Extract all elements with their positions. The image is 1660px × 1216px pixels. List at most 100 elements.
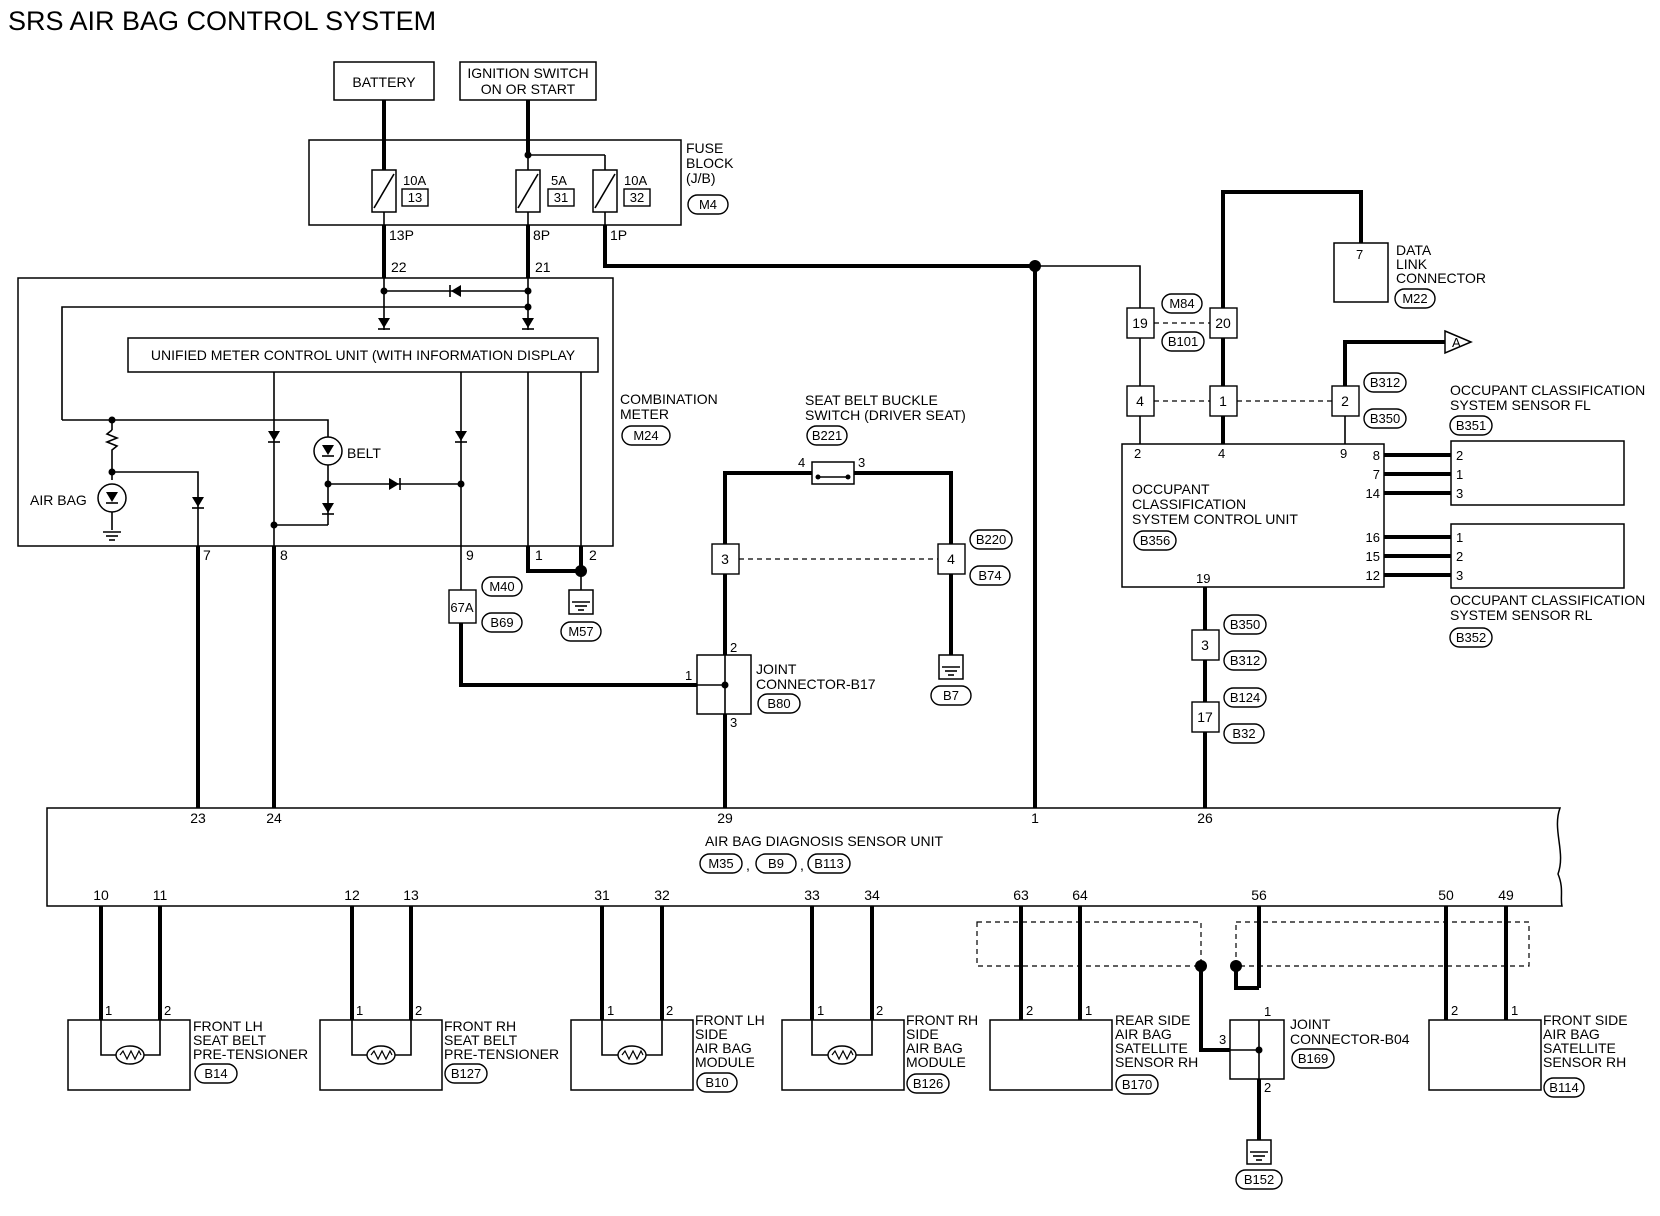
fuse-31-icon bbox=[515, 169, 541, 213]
inline-pin: 20 bbox=[1215, 315, 1231, 331]
inline-pin: 19 bbox=[1132, 315, 1148, 331]
diag-pin: 26 bbox=[1197, 810, 1213, 826]
component-label: FRONT RH bbox=[906, 1012, 978, 1028]
connector-tag: M4 bbox=[699, 197, 717, 212]
component-pin: 1 bbox=[607, 1003, 614, 1018]
arrow-a-icon bbox=[1444, 329, 1473, 355]
diag-pin: 50 bbox=[1438, 887, 1454, 903]
fuse-amp: 5A bbox=[551, 173, 567, 188]
connector-tag: B351 bbox=[1456, 418, 1486, 433]
inline-pin: 4 bbox=[1136, 393, 1144, 409]
diag-pin: 12 bbox=[344, 887, 360, 903]
connector-tag: M35 bbox=[708, 856, 733, 871]
battery-label: BATTERY bbox=[352, 74, 416, 90]
joint-pin: 1 bbox=[1264, 1004, 1271, 1019]
diag-pin: 11 bbox=[153, 887, 168, 903]
component-label: SIDE bbox=[906, 1026, 939, 1042]
seat-belt-buckle-switch: SEAT BELT BUCKLE SWITCH (DRIVER SEAT) B2… bbox=[798, 392, 966, 485]
arrow-label: A bbox=[1452, 335, 1461, 350]
connector-tag: M40 bbox=[489, 579, 514, 594]
dlc-label: DATA bbox=[1396, 242, 1432, 258]
connector-tag: B9 bbox=[768, 856, 784, 871]
diag-pin: 10 bbox=[93, 887, 109, 903]
meter-pin: 22 bbox=[391, 259, 407, 275]
ocu-pin: 8 bbox=[1373, 448, 1380, 463]
component-pin: 2 bbox=[876, 1003, 883, 1018]
connector-tag: M24 bbox=[633, 428, 658, 443]
connector-tag: B169 bbox=[1298, 1051, 1328, 1066]
joint-pin: 2 bbox=[730, 640, 737, 655]
fuse-block-label: BLOCK bbox=[686, 155, 734, 171]
component-label: SEAT BELT bbox=[193, 1032, 267, 1048]
inline-connector-b312: 4 1 2 B312 B350 bbox=[1126, 372, 1407, 429]
ocu-pin: 19 bbox=[1196, 571, 1210, 586]
dlc-label: CONNECTOR bbox=[1396, 270, 1486, 286]
ignition-label: IGNITION SWITCH bbox=[467, 65, 588, 81]
connector-tag: B10 bbox=[705, 1075, 728, 1090]
meter-pin: 9 bbox=[466, 547, 474, 563]
diag-pin: 31 bbox=[594, 887, 610, 903]
ocu-pin: 9 bbox=[1340, 446, 1347, 461]
inline-connector-67a: 67A M40 B69 bbox=[448, 576, 523, 633]
component-pin: 1 bbox=[1085, 1003, 1092, 1018]
inline-pin: 17 bbox=[1197, 709, 1213, 725]
fuse-number: 32 bbox=[630, 190, 644, 205]
sensor-label: SYSTEM SENSOR RL bbox=[1450, 607, 1593, 623]
fuse-block-label: FUSE bbox=[686, 140, 723, 156]
component-label: AIR BAG bbox=[695, 1040, 752, 1056]
ocu-pin: 16 bbox=[1366, 530, 1380, 545]
ground-m57: M57 bbox=[560, 589, 602, 642]
component-label: MODULE bbox=[906, 1054, 966, 1070]
battery: BATTERY bbox=[333, 61, 435, 101]
connector-tag: B350 bbox=[1370, 411, 1400, 426]
component-label: FRONT SIDE bbox=[1543, 1012, 1628, 1028]
fuse-block-label: (J/B) bbox=[686, 170, 716, 186]
ocu-pin: 2 bbox=[1134, 446, 1141, 461]
joint-connector-b04: 1 3 2 JOINT CONNECTOR-B04 B169 bbox=[1219, 1004, 1410, 1095]
connector-tag: B101 bbox=[1168, 334, 1198, 349]
ocu-pin: 4 bbox=[1218, 446, 1225, 461]
shield-line bbox=[1235, 921, 1530, 967]
ignition-label-2: ON OR START bbox=[481, 81, 576, 97]
fuse-amp: 10A bbox=[403, 173, 426, 188]
fuse-13-icon bbox=[371, 169, 397, 213]
diag-pin: 49 bbox=[1498, 887, 1514, 903]
inline-pin: 4 bbox=[947, 551, 955, 567]
fuse-pin: 1P bbox=[610, 227, 627, 243]
diag-pin: 29 bbox=[717, 810, 733, 826]
component-label: PRE-TENSIONER bbox=[444, 1046, 559, 1062]
page-title: SRS AIR BAG CONTROL SYSTEM bbox=[8, 6, 436, 36]
joint-connector-b17: 1 2 3 JOINT CONNECTOR-B17 B80 bbox=[685, 640, 876, 730]
meter-pin: 8 bbox=[280, 547, 288, 563]
connector-tag: B220 bbox=[976, 532, 1006, 547]
inline-pin: 3 bbox=[1201, 637, 1209, 653]
ocu-pin: 15 bbox=[1366, 549, 1380, 564]
ocu-label: SYSTEM CONTROL UNIT bbox=[1132, 511, 1298, 527]
switch-pin: 3 bbox=[858, 455, 865, 470]
fuse-32-icon bbox=[592, 169, 618, 213]
connector-tag: B126 bbox=[913, 1076, 943, 1091]
shield-line bbox=[976, 921, 1202, 967]
diag-pin: 24 bbox=[266, 810, 282, 826]
joint-label: CONNECTOR-B04 bbox=[1290, 1031, 1410, 1047]
switch-label: SWITCH (DRIVER SEAT) bbox=[805, 407, 966, 423]
sensor-pin: 2 bbox=[1456, 448, 1463, 463]
component-label: SENSOR RH bbox=[1543, 1054, 1626, 1070]
diag-pin: 13 bbox=[403, 887, 419, 903]
diag-pin: 64 bbox=[1072, 887, 1088, 903]
component-pin: 2 bbox=[666, 1003, 673, 1018]
component-pin: 2 bbox=[164, 1003, 171, 1018]
ocu-label: CLASSIFICATION bbox=[1132, 496, 1246, 512]
ground-b7: B7 bbox=[930, 654, 972, 706]
fuse-number: 31 bbox=[554, 190, 568, 205]
ocu-label: OCCUPANT bbox=[1132, 481, 1210, 497]
connector-tag: B350 bbox=[1230, 617, 1260, 632]
air-bag-lamp-label: AIR BAG bbox=[30, 492, 87, 508]
front-lh-pretensioner: 1 2 FRONT LH SEAT BELT PRE-TENSIONER B14 bbox=[67, 1003, 308, 1091]
component-pin: 1 bbox=[1511, 1003, 1518, 1018]
inline-connector-b350: 3 B350 B312 bbox=[1191, 614, 1267, 671]
meter-pin: 21 bbox=[535, 259, 551, 275]
component-label: SATELLITE bbox=[1543, 1040, 1616, 1056]
component-pin: 2 bbox=[415, 1003, 422, 1018]
connector-tag: B312 bbox=[1370, 375, 1400, 390]
